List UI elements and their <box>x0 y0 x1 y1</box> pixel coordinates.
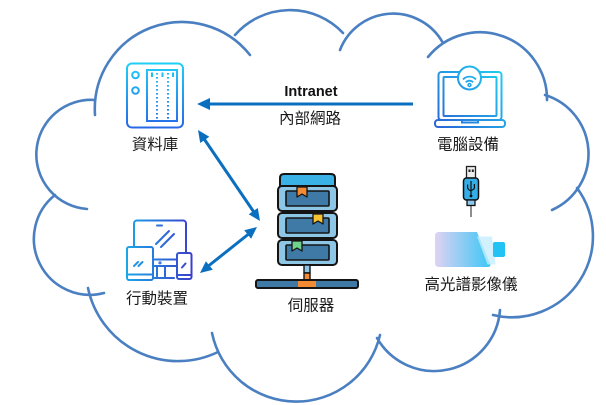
node-mobile: 行動裝置 <box>126 219 193 308</box>
node-computer: 電腦設備 <box>434 65 506 154</box>
database-label: 資料庫 <box>132 136 179 154</box>
server-label: 伺服器 <box>288 297 335 315</box>
cloud-boundary <box>32 8 595 403</box>
computer-label: 電腦設備 <box>437 136 499 154</box>
arrow-lines <box>203 102 413 267</box>
camera-label: 高光譜影像儀 <box>424 276 518 294</box>
server-arrowhead-lower <box>244 227 257 239</box>
mobile-label: 行動裝置 <box>126 290 188 308</box>
database-arrowhead <box>198 130 210 143</box>
node-camera: 高光譜影像儀 <box>424 232 518 294</box>
intranet-label-zh: 內部網路 <box>279 110 342 128</box>
hyperspectral-camera-icon <box>435 232 505 267</box>
mobile-server-arrow-line <box>208 233 249 267</box>
intranet-arrowhead <box>197 98 210 110</box>
node-server: 伺服器 <box>255 173 359 315</box>
mobile-devices-icon <box>126 219 193 281</box>
database-server-arrow-line <box>203 138 255 213</box>
database-icon <box>126 62 184 129</box>
intranet-label: Intranet <box>284 84 337 100</box>
server-arrowhead-upper <box>248 208 260 221</box>
usb-cable-icon <box>462 165 480 217</box>
node-database: 資料庫 <box>126 62 184 154</box>
mobile-arrowhead <box>200 261 213 273</box>
server-icon <box>255 173 359 289</box>
laptop-wifi-icon <box>434 65 506 128</box>
arrow-heads <box>197 98 260 273</box>
